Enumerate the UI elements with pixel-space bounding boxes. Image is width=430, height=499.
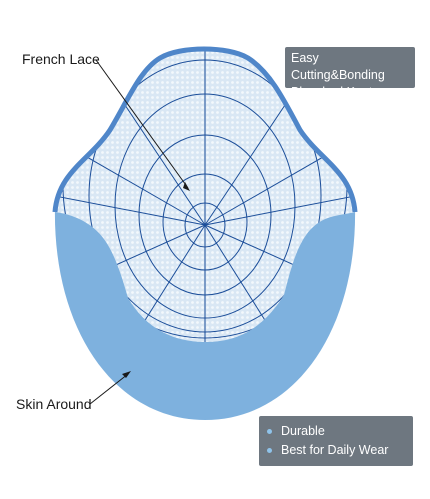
skin-around-leader-line (89, 373, 129, 405)
bullet-icon (267, 429, 272, 434)
feature-info-box: Easy Cutting&Bonding Bleached Knot (285, 47, 415, 99)
benefit-label: Best for Daily Wear (281, 443, 389, 457)
benefit-item: Durable (267, 422, 413, 441)
french-lace-leader-arrow (183, 182, 190, 191)
benefit-label: Durable (281, 424, 325, 438)
feature-line-2: Bleached Knot (291, 85, 373, 99)
feature-line-1: Easy Cutting&Bonding (291, 51, 385, 82)
benefit-item: Best for Daily Wear (267, 441, 413, 460)
bullet-icon (267, 448, 272, 453)
skin-around-label: Skin Around (16, 396, 92, 412)
benefits-info-box: Durable Best for Daily Wear (259, 416, 413, 466)
skin-around-leader-arrow (122, 371, 131, 378)
french-lace-leader-line (95, 59, 189, 189)
french-lace-label: French Lace (22, 51, 100, 67)
